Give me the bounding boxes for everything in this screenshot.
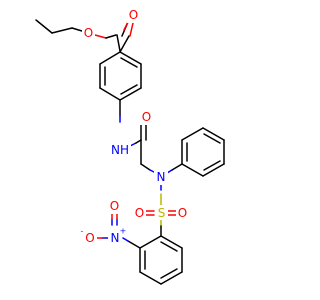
bond: [119, 87, 142, 101]
atom-n-sulfonamide: N: [157, 170, 166, 184]
bond: [160, 271, 183, 285]
atom-o-sulfonyl-right: O: [178, 206, 187, 220]
structure-diagram: O O NH O N S O O N + O O -: [35, 8, 225, 285]
bond: [119, 51, 142, 65]
bond: [99, 87, 121, 101]
atom-o-ester-carbonyl: O: [129, 8, 138, 22]
benzoate-ring: [99, 51, 142, 101]
bond: [129, 22, 134, 37]
atom-n-nitro: N: [111, 231, 120, 245]
bond: [99, 51, 121, 65]
bond: [120, 84, 138, 95]
amide-linkage: [119, 99, 162, 191]
atom-o-nitro-top: O: [110, 199, 119, 213]
bond: [139, 235, 162, 249]
bond: [203, 133, 221, 144]
atom-labels: O O NH O N S O O N + O O -: [81, 8, 189, 245]
bond: [149, 169, 155, 173]
bond: [71, 27, 83, 32]
bond: [181, 163, 204, 177]
nitro-plus-charge: +: [120, 227, 127, 236]
bond: [181, 127, 204, 141]
bond: [120, 57, 138, 68]
bond: [203, 160, 221, 171]
bond: [171, 163, 183, 171]
molecule-canvas: O O NH O N S O O N + O O -: [35, 8, 225, 285]
atom-o-ester: O: [84, 26, 93, 40]
bond: [139, 271, 162, 285]
bond: [116, 34, 121, 52]
bond: [35, 19, 53, 34]
ethyl-ester: [35, 19, 134, 53]
atom-s: S: [158, 206, 166, 220]
nitrophenyl-ring: [139, 235, 183, 285]
bond: [160, 241, 178, 252]
bond: [135, 139, 142, 144]
bond: [122, 237, 129, 242]
atom-o-amide: O: [142, 110, 151, 124]
atom-nh-amide: NH: [111, 143, 129, 157]
bond: [105, 34, 117, 39]
bond: [123, 21, 129, 31]
bond: [202, 127, 225, 141]
atom-o-nitro-left: O: [85, 231, 94, 245]
bond: [140, 163, 151, 171]
bond: [94, 34, 107, 39]
bond: [51, 27, 73, 34]
nitro-minus-charge: -: [81, 227, 84, 236]
bond: [160, 268, 178, 279]
bond: [119, 35, 130, 53]
sulfonyl-group: [145, 193, 177, 237]
bond: [202, 163, 225, 177]
phenyl-ring: [166, 127, 225, 177]
atom-o-sulfonyl-left: O: [135, 206, 144, 220]
bond: [127, 240, 141, 249]
bond: [160, 235, 183, 249]
